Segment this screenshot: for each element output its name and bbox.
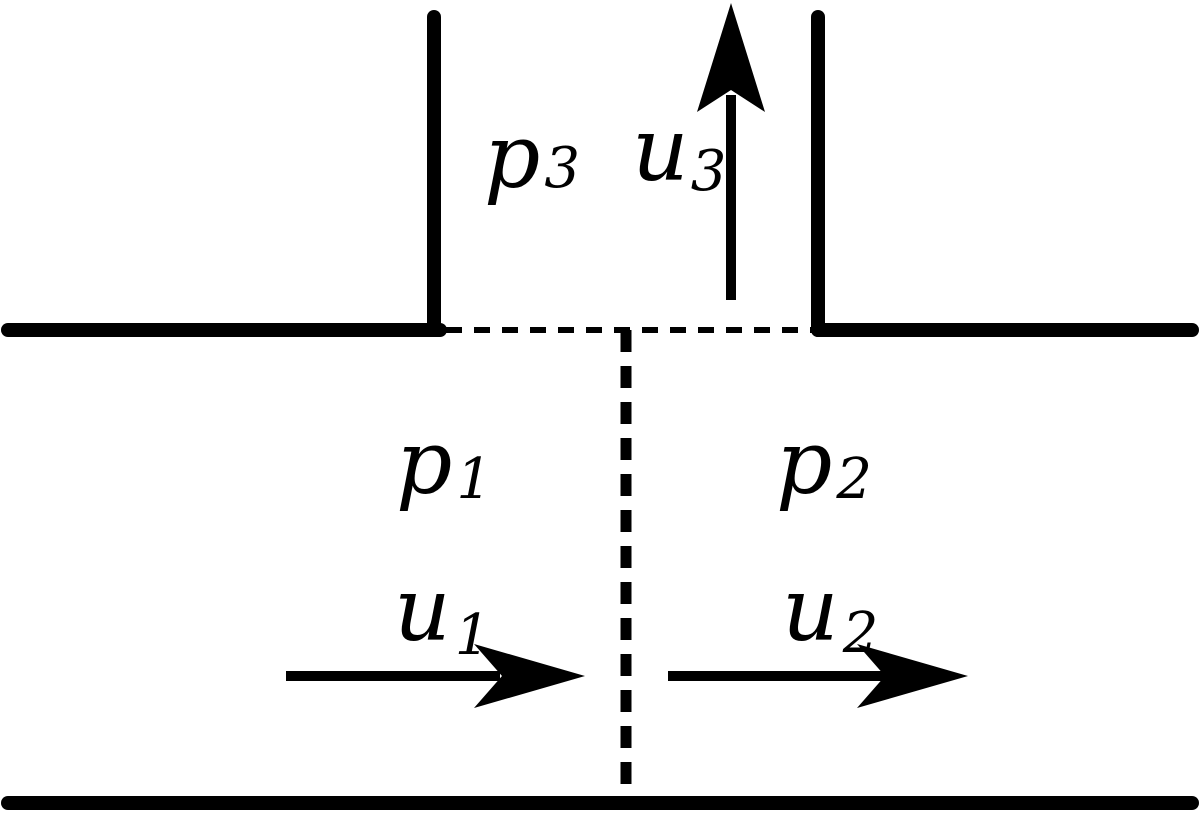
u2-flow-arrow — [668, 644, 968, 708]
label-u1-subscript: 1 — [455, 603, 491, 668]
label-u2-symbol: u — [782, 558, 839, 661]
label-p1-symbol: p — [396, 411, 452, 514]
u1-flow-arrow — [286, 644, 585, 708]
u2-arrow-head — [857, 644, 968, 708]
label-p3-symbol: p — [484, 105, 540, 208]
label-p2-subscript: 2 — [835, 447, 872, 512]
label-u3: u3 — [632, 98, 726, 204]
label-u3-symbol: u — [632, 98, 689, 201]
label-u1: u1 — [394, 558, 490, 668]
u3-flow-arrow — [697, 3, 765, 300]
label-p1: p1 — [396, 411, 492, 514]
label-p2: p2 — [776, 411, 872, 514]
u1-arrow-head — [474, 644, 585, 708]
label-u2-subscript: 2 — [842, 601, 879, 666]
variable-labels: p3 u3 p1 p2 u1 u2 — [394, 98, 878, 668]
flow-arrows — [286, 3, 968, 708]
control-boundaries — [446, 327, 812, 800]
label-u2: u2 — [782, 558, 878, 666]
u3-arrow-head — [697, 3, 765, 112]
label-p3: p3 — [484, 105, 580, 208]
label-u3-subscript: 3 — [691, 139, 727, 204]
label-p2-symbol: p — [776, 411, 832, 514]
pipe-walls — [1, 10, 1199, 810]
label-p1-subscript: 1 — [456, 447, 492, 512]
label-p3-subscript: 3 — [544, 136, 580, 201]
label-u1-symbol: u — [394, 558, 451, 661]
